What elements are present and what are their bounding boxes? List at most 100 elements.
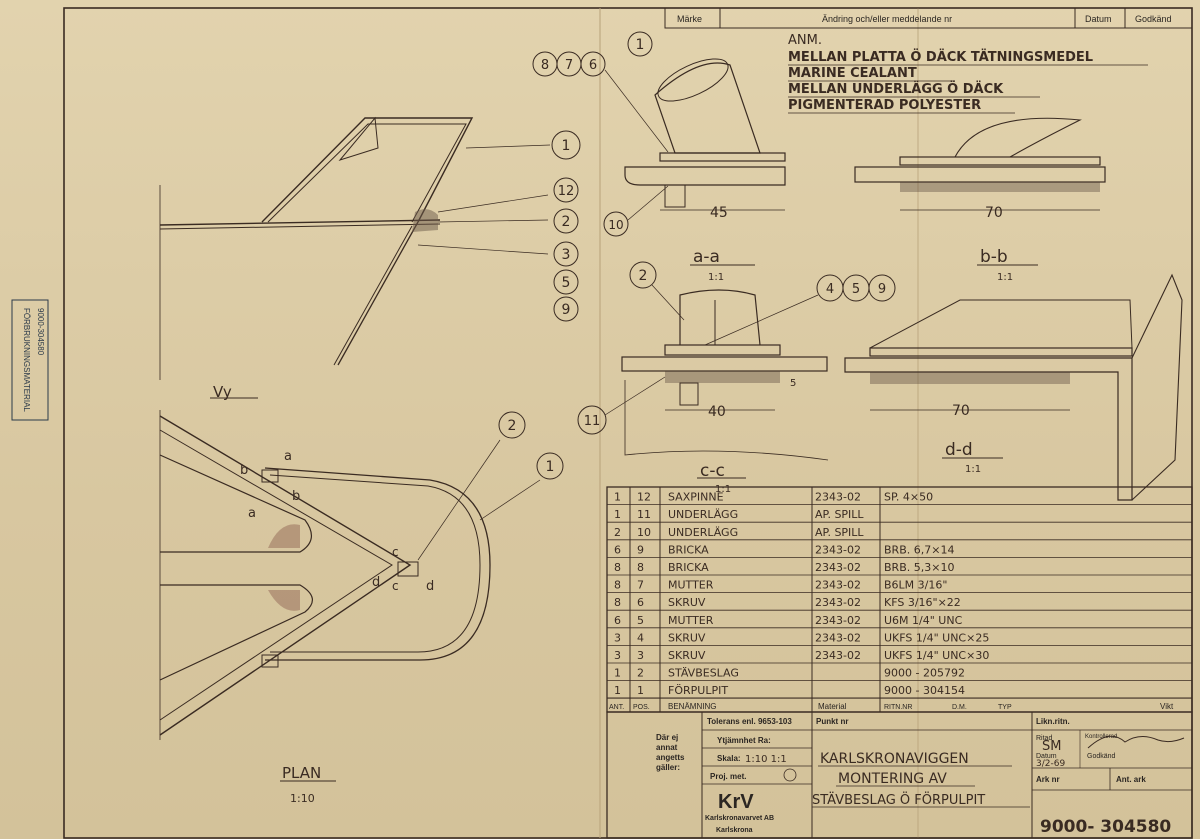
parts-cell-ritn: UKFS 1/4" UNC×25 <box>884 631 989 644</box>
hdr-pos: POS. <box>633 704 650 711</box>
view-label-dd: d-d <box>945 440 973 460</box>
parts-cell-ant: 8 <box>614 596 621 609</box>
parts-cell-benamning: MUTTER <box>668 614 714 627</box>
tb-company: Karlskronavarvet AB <box>705 815 774 822</box>
mark-c-bottom: c <box>392 579 399 593</box>
view-label-vy: Vy <box>213 383 232 401</box>
balloon-9: 9 <box>562 302 571 318</box>
hdr-dim: D.M. <box>952 704 967 711</box>
stamp-line-1: FÖRBRUKNINGSMATERIAL <box>22 308 31 412</box>
tb-likn: Likn.ritn. <box>1036 717 1070 726</box>
balloon-5-mid: 5 <box>852 282 860 297</box>
dim-70-top: 70 <box>985 205 1003 221</box>
tb-skala-value: 1:10 1:1 <box>745 754 787 765</box>
signature <box>1087 735 1185 749</box>
parts-cell-ritn: UKFS 1/4" UNC×30 <box>884 649 989 662</box>
revision-header: Märke Ändring och/eller meddelande nr Da… <box>664 7 1193 29</box>
parts-cell-pos: 11 <box>637 508 651 521</box>
parts-cell-pos: 6 <box>637 596 644 609</box>
parts-cell-ant: 3 <box>614 649 621 662</box>
side-view: Vy <box>159 116 551 401</box>
parts-cell-pos: 4 <box>637 631 644 644</box>
parts-list-header: ANT. POS. BENÄMNING Material RITN.NR D.M… <box>607 697 1192 711</box>
plan-scale: 1:10 <box>290 792 315 805</box>
tb-angetts: angetts <box>656 753 685 762</box>
parts-cell-material: 2343-02 <box>815 614 861 627</box>
plan-view: PLAN 1:10 a b b a c d c d 2 1 <box>159 410 564 805</box>
balloon-7: 7 <box>565 58 573 73</box>
parts-cell-ritn: 9000 - 205792 <box>884 667 965 680</box>
parts-cell-ant: 1 <box>614 508 621 521</box>
view-label-plan: PLAN <box>282 764 321 782</box>
parts-cell-pos: 2 <box>637 667 644 680</box>
cc-scale: 1:1 <box>715 484 731 495</box>
parts-cell-benamning: SKRUV <box>668 649 706 662</box>
rev-godkand: Godkänd <box>1135 14 1172 24</box>
parts-cell-ritn: U6M 1/4" UNC <box>884 614 963 627</box>
tb-drawing-no: 9000- 304580 <box>1040 817 1171 837</box>
balloon-9-mid: 9 <box>878 282 886 297</box>
hdr-ritn: RITN.NR <box>884 704 912 711</box>
bb-scale: 1:1 <box>997 272 1013 283</box>
notes-block: ANM. MELLAN PLATTA Ö DÄCK TÄTNINGSMEDEL … <box>788 33 1148 114</box>
balloon-11: 11 <box>584 414 601 429</box>
balloon-3: 3 <box>562 247 571 263</box>
balloon-1: 1 <box>562 138 571 154</box>
parts-cell-ritn: 9000 - 304154 <box>884 684 965 697</box>
tb-proj: Proj. met. <box>710 772 746 781</box>
balloon-4: 4 <box>826 282 834 297</box>
parts-cell-ant: 8 <box>614 579 621 592</box>
parts-cell-material: 2343-02 <box>815 561 861 574</box>
parts-cell-ant: 1 <box>614 667 621 680</box>
tb-annat: annat <box>656 743 678 752</box>
projection-symbol <box>783 768 797 782</box>
balloon-12: 12 <box>558 184 575 199</box>
tb-city: Karlskrona <box>716 827 753 834</box>
notes-line-4: PIGMENTERAD POLYESTER <box>788 98 981 113</box>
dim-70-bottom: 70 <box>952 403 970 419</box>
edge-stamp: FÖRBRUKNINGSMATERIAL 9000-304580 <box>11 299 49 421</box>
parts-cell-ant: 1 <box>614 684 621 697</box>
parts-cell-benamning: BRICKA <box>668 561 709 574</box>
notes-line-1: MELLAN PLATTA Ö DÄCK TÄTNINGSMEDEL <box>788 49 1093 65</box>
parts-cell-benamning: UNDERLÄGG <box>668 526 738 539</box>
plan-balloon-2: 2 <box>508 418 517 434</box>
view-label-aa: a-a <box>693 247 720 267</box>
dim-5: 5 <box>790 378 796 389</box>
parts-cell-benamning: MUTTER <box>668 579 714 592</box>
parts-cell-ant: 8 <box>614 561 621 574</box>
parts-cell-benamning: UNDERLÄGG <box>668 508 738 521</box>
hdr-ant: ANT. <box>609 704 624 711</box>
parts-cell-ant: 1 <box>614 491 621 504</box>
parts-cell-pos: 5 <box>637 614 644 627</box>
plan-balloon-1: 1 <box>546 459 555 475</box>
notes-line-3: MELLAN UNDERLÄGG Ö DÄCK <box>788 81 1004 97</box>
tb-ant-ark: Ant. ark <box>1116 775 1146 784</box>
parts-cell-material: 2343-02 <box>815 491 861 504</box>
parts-cell-pos: 10 <box>637 526 651 539</box>
section-dd: 70 d-d 1:1 <box>844 273 1183 501</box>
sheet-border <box>63 7 1193 839</box>
parts-cell-ant: 6 <box>614 543 621 556</box>
hdr-vikt: Vikt <box>1160 702 1174 711</box>
company-logo: KrV <box>718 791 754 813</box>
tb-datum-value: 3/2-69 <box>1036 759 1065 769</box>
side-balloons: 1 12 2 3 5 9 <box>551 130 581 322</box>
tb-title-2: MONTERING AV <box>838 771 947 787</box>
tb-punkt: Punkt nr <box>816 717 848 726</box>
parts-cell-benamning: STÄVBESLAG <box>668 667 739 680</box>
balloon-cc-2: 2 <box>639 268 648 284</box>
parts-cell-ritn: KFS 3/16"×22 <box>884 596 961 609</box>
tb-toleranser: Tolerans enl. 9653-103 <box>707 717 792 726</box>
view-label-cc: c-c <box>700 461 725 481</box>
tb-kontrollerad: Kontrollerad <box>1085 734 1117 740</box>
parts-cell-material: 2343-02 <box>815 596 861 609</box>
balloon-10: 10 <box>608 218 623 232</box>
mark-d-left: d <box>372 575 380 590</box>
rev-andring: Ändring och/eller meddelande nr <box>822 14 952 24</box>
parts-cell-ant: 3 <box>614 631 621 644</box>
parts-cell-pos: 8 <box>637 561 644 574</box>
parts-cell-material: 2343-02 <box>815 579 861 592</box>
parts-cell-pos: 12 <box>637 491 651 504</box>
